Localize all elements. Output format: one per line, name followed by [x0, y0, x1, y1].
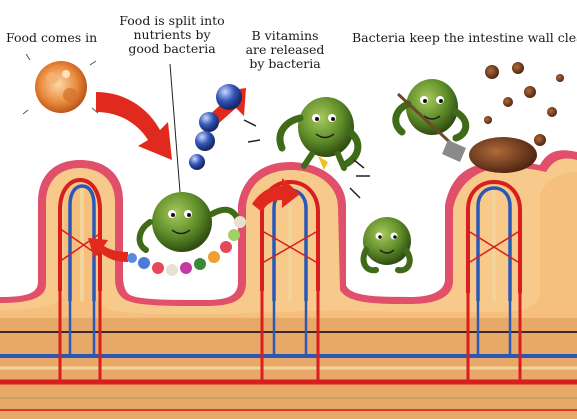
label-line: Food is split into	[112, 14, 232, 28]
label-line: B vitamins	[242, 29, 328, 43]
label-line: are released	[242, 43, 328, 57]
label-food-split: Food is split into nutrients by good bac…	[112, 14, 232, 56]
label-line: by bacteria	[242, 57, 328, 71]
label-b-vitamins: B vitamins are released by bacteria	[242, 29, 328, 71]
label-line: nutrients by	[112, 28, 232, 42]
label-food-comes-in: Food comes in	[6, 31, 97, 45]
vitamin-balls	[189, 84, 242, 170]
label-bacteria-clean: Bacteria keep the intestine wall clean	[352, 31, 577, 45]
bacterium-cleaner	[396, 79, 466, 162]
bacterium-small	[363, 217, 411, 270]
label-line: good bacteria	[112, 42, 232, 56]
arrow-food-in	[96, 92, 172, 160]
pointer-line	[170, 64, 180, 192]
food-clump	[23, 54, 98, 114]
